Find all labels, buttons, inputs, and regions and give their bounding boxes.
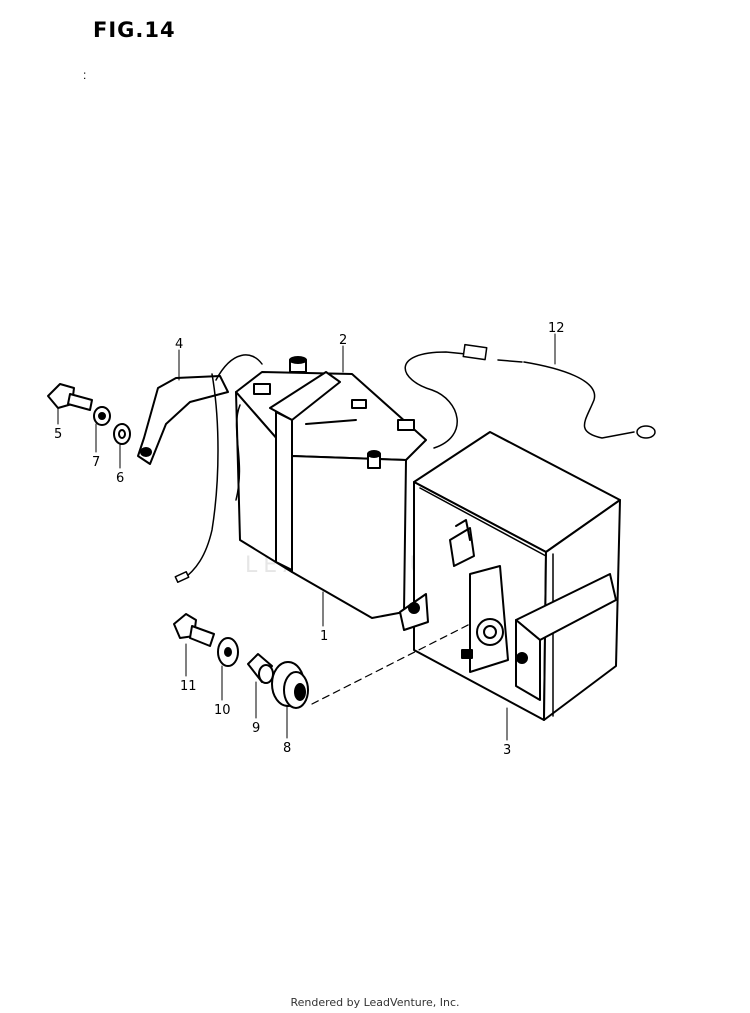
bracket-part <box>137 354 263 584</box>
leader-lines <box>57 333 556 741</box>
callout-9: 9 <box>252 721 260 736</box>
callout-12: 12 <box>548 321 565 336</box>
callout-8: 8 <box>283 741 291 756</box>
callout-2: 2 <box>339 333 347 348</box>
lead-wire-part <box>404 343 656 449</box>
bolt-5-part <box>47 383 93 411</box>
battery-holder-part <box>399 431 621 721</box>
callouts: 1 2 3 4 5 6 7 8 9 10 11 12 <box>54 321 565 758</box>
washer-10-part <box>217 637 239 667</box>
callout-3: 3 <box>503 743 511 758</box>
spacer-9-part <box>247 653 274 684</box>
callout-6: 6 <box>116 471 124 486</box>
washer-6-part <box>113 423 131 445</box>
stray-mark: : <box>83 68 87 82</box>
figure-title: FIG.14 <box>93 18 176 42</box>
washer-7-part <box>93 406 111 426</box>
callout-1: 1 <box>320 629 328 644</box>
callout-11: 11 <box>180 679 197 694</box>
callout-5: 5 <box>54 427 62 442</box>
cushion-8-part <box>271 661 309 709</box>
callout-10: 10 <box>214 703 231 718</box>
bolt-11-part <box>173 613 215 647</box>
callout-4: 4 <box>175 337 183 352</box>
callout-7: 7 <box>92 455 100 470</box>
footer-credit: Rendered by LeadVenture, Inc. <box>290 996 460 1009</box>
battery-part <box>235 356 427 619</box>
